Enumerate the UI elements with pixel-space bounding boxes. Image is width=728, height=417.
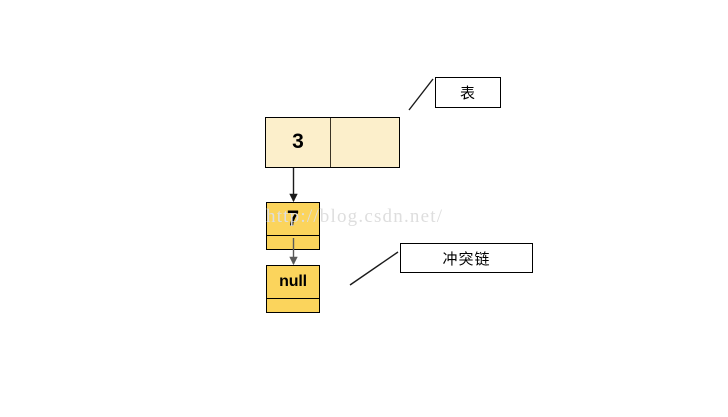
chain-node-null-next-pointer bbox=[267, 299, 319, 345]
leader-line-chain-callout bbox=[349, 251, 399, 286]
chain-node-null: null bbox=[266, 265, 320, 313]
chain-node-null-value: null bbox=[267, 266, 319, 299]
callout-table-text: 表 bbox=[459, 84, 476, 102]
bucket-pointer-cell bbox=[331, 118, 399, 167]
hash-table-bucket: 3 bbox=[265, 117, 400, 168]
bucket-key-cell: 3 bbox=[266, 118, 331, 167]
csdn-watermark: http://blog.csdn.net/ bbox=[266, 206, 444, 227]
callout-table-label: 表 bbox=[435, 77, 501, 108]
callout-collision-chain-text: 冲突链 bbox=[442, 249, 491, 268]
callout-collision-chain-label: 冲突链 bbox=[400, 243, 533, 273]
chain-node-7-value: 7 bbox=[267, 203, 319, 236]
leader-line-table-callout bbox=[408, 78, 434, 111]
